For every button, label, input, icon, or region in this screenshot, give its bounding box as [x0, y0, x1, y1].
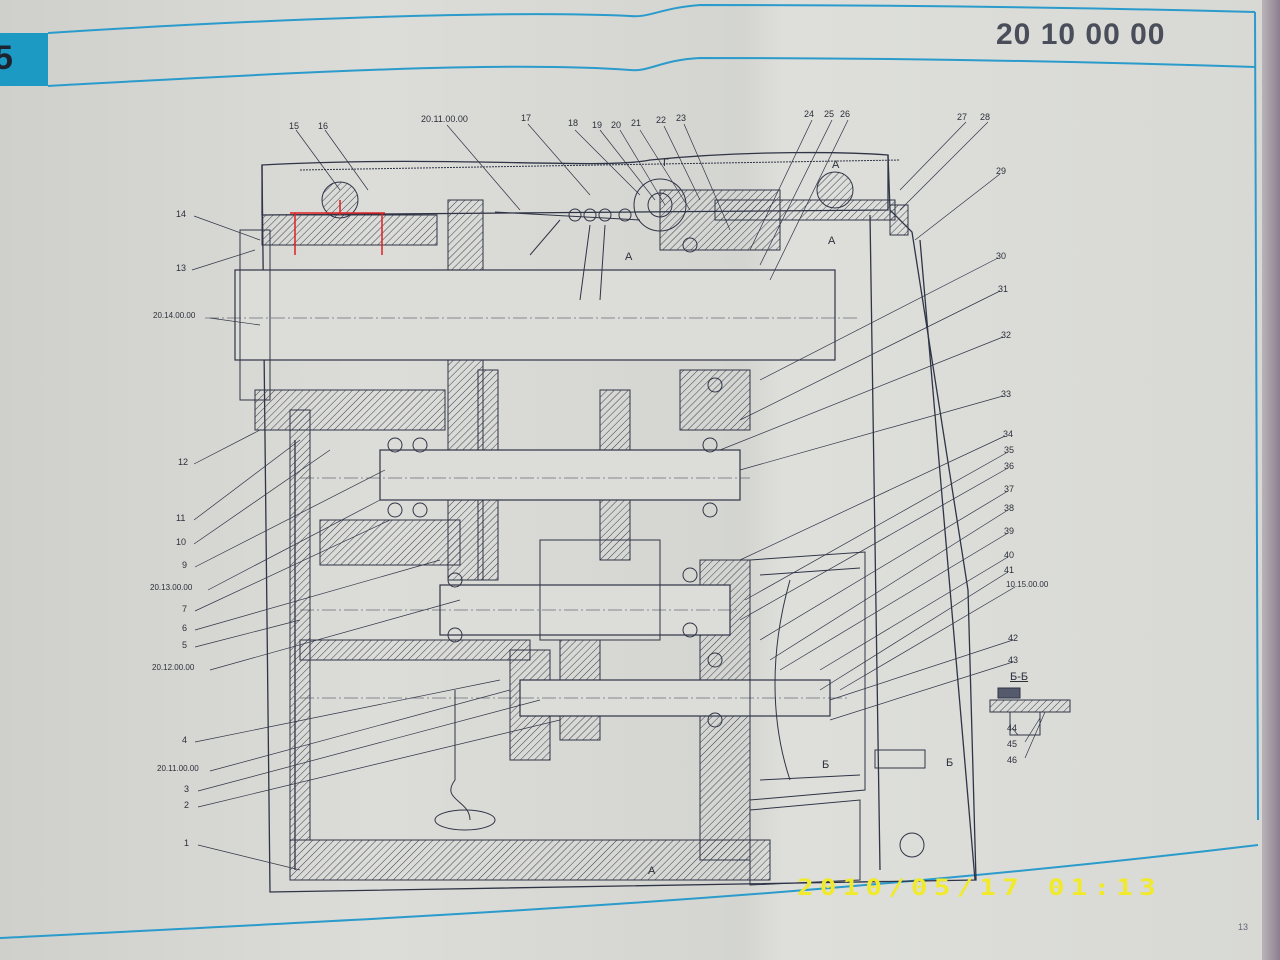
callout: 25 — [824, 109, 835, 119]
pulley — [749, 551, 866, 886]
callout: 20 — [611, 120, 622, 130]
section-mark-b-left: Б — [822, 759, 830, 771]
callout: 35 — [1004, 445, 1015, 455]
callout: 7 — [182, 604, 188, 614]
callout: 15 — [289, 121, 300, 131]
header-frame — [0, 3, 1259, 939]
callout: 19 — [592, 120, 603, 130]
callout: 38 — [1004, 503, 1015, 513]
callout: 32 — [1001, 330, 1012, 340]
callout: 46 — [1007, 755, 1018, 765]
binder-edge — [1262, 0, 1280, 960]
callout: 5 — [182, 640, 188, 650]
callout: 3 — [184, 784, 190, 794]
callout: 10.15.00.00 — [1006, 580, 1049, 589]
callout: 6 — [182, 623, 188, 633]
callout: 42 — [1008, 633, 1019, 643]
top-details — [239, 159, 926, 858]
callout: 20.11.00.00 — [421, 114, 468, 124]
callout: 11 — [176, 513, 186, 523]
shafts — [234, 269, 836, 717]
callout: 27 — [957, 112, 968, 122]
callout: 33 — [1001, 389, 1012, 399]
document-number: 20 10 00 00 — [996, 18, 1166, 51]
callout: 20.13.00.00 — [150, 583, 193, 592]
callout: 4 — [182, 735, 188, 745]
section-mark-a-lower: A — [828, 235, 836, 247]
callout: 13 — [176, 263, 187, 273]
callout: 17 — [521, 113, 532, 123]
callout: 2 — [184, 800, 190, 810]
section-mark-a-top: A — [832, 159, 840, 171]
callout: 31 — [998, 284, 1009, 294]
callout: 20.12.00.00 — [152, 663, 195, 672]
page-number: 13 — [1238, 922, 1249, 932]
detail-b-b — [989, 687, 1071, 736]
detail-title: Б-Б — [1010, 671, 1029, 683]
bearings — [387, 237, 723, 728]
callout: 12 — [178, 457, 189, 467]
callout: 9 — [182, 560, 188, 570]
callout: 37 — [1004, 484, 1015, 494]
callout: 26 — [840, 109, 851, 119]
centerlines — [205, 317, 860, 699]
callout: 44 — [1007, 723, 1018, 733]
callout: 16 — [318, 121, 329, 131]
section-mark-b-right: Б — [946, 757, 954, 769]
callout: 21 — [631, 118, 642, 128]
callout: 28 — [980, 112, 991, 122]
section-mark-g: Г — [663, 157, 669, 169]
callout: 34 — [1003, 429, 1014, 439]
callout: 45 — [1007, 739, 1018, 749]
callout: 36 — [1004, 461, 1015, 471]
callout: 14 — [176, 209, 187, 219]
callout: 39 — [1004, 526, 1015, 536]
section-number: 5 — [0, 39, 13, 77]
callout: 10 — [176, 537, 187, 547]
section-mark-a-bottom: A — [648, 865, 656, 877]
callout: 30 — [996, 251, 1007, 261]
callout: 1 — [184, 838, 190, 848]
callout: 18 — [568, 118, 579, 128]
red-markup — [290, 200, 385, 255]
callout: 24 — [804, 109, 815, 119]
callout: 41 — [1004, 565, 1015, 575]
callout: 20.14.00.00 — [153, 311, 196, 320]
camera-timestamp: 2010/05/17 01:13 — [797, 876, 1162, 901]
leader-lines — [191, 119, 1046, 871]
callout: 40 — [1004, 550, 1015, 560]
callout: 20.11.00.00 — [157, 764, 199, 773]
callout: 23 — [676, 113, 687, 123]
callout: 22 — [656, 115, 667, 125]
section-mark-a-left: A — [625, 251, 633, 263]
section-tab: 5 — [0, 33, 48, 86]
callout: 43 — [1008, 655, 1019, 665]
callout: 29 — [996, 166, 1007, 176]
